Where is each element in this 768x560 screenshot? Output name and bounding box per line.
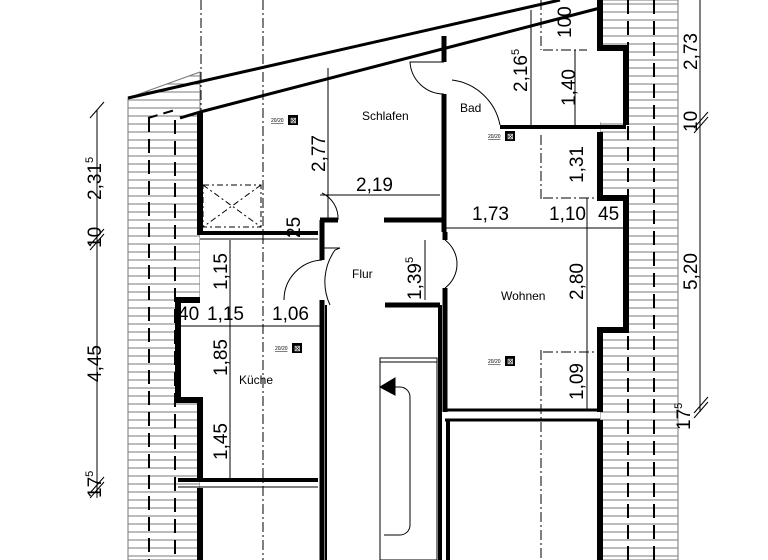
dim-wohnen-110: 1,10 [549, 204, 586, 225]
room-label-wohnen: Wohnen [501, 289, 545, 303]
dim-right-175: 175 [673, 403, 695, 430]
exterior-walls [175, 0, 629, 560]
slab-lines [178, 125, 626, 488]
dim-bad-100: 100 [555, 6, 576, 38]
skylight-cross-icon [202, 184, 262, 228]
dim-wohnen-280: 2,80 [567, 263, 588, 300]
dimension-lines [89, 0, 709, 499]
vent-x-box-icon [288, 115, 298, 125]
dim-kueche-106: 1,06 [272, 304, 309, 325]
vent-tag-kueche: 20/20 ⊠ [275, 343, 302, 353]
dim-kueche-115-h: 1,15 [207, 304, 244, 325]
dim-schlafen-277: 2,77 [309, 135, 330, 172]
roof-slope [127, 0, 601, 120]
dim-bad-2165: 2,165 [510, 49, 532, 92]
door-flur [324, 247, 341, 306]
vent-x-box-icon [505, 131, 515, 141]
room-label-kueche: Küche [239, 373, 273, 387]
door-kueche [283, 259, 323, 301]
room-label-schlafen: Schlafen [362, 109, 409, 123]
svg-text:⊠: ⊠ [507, 132, 514, 141]
room-label-bad: Bad [460, 101, 481, 115]
dim-kueche-40: 40 [178, 304, 199, 325]
svg-text:20/20: 20/20 [271, 118, 284, 124]
dim-kueche-185: 1,85 [211, 339, 232, 376]
vent-tag-wohnen: 20/20 ⊠ [488, 356, 515, 366]
door-wohnen [444, 239, 458, 289]
stair [378, 357, 438, 560]
svg-text:20/20: 20/20 [488, 359, 501, 365]
door-schlafen-flur [321, 192, 339, 221]
dim-wohnen-131: 1,31 [567, 146, 588, 183]
room-label-flur: Flur [352, 267, 373, 281]
stair-direction-arrow-icon [378, 377, 396, 396]
door-bad [451, 79, 501, 126]
svg-text:⊠: ⊠ [507, 357, 514, 366]
vent-tag-schlafen: 20/20 ⊠ [271, 115, 298, 125]
dim-wohnen-45: 45 [598, 204, 619, 225]
dim-left-2315: 2,315 [84, 157, 106, 200]
door-schlafen [409, 61, 445, 95]
dim-schlafen-219: 2,19 [356, 175, 393, 196]
dim-left-175: 175 [84, 471, 106, 498]
dim-kueche-115-v: 1,15 [211, 253, 232, 290]
dim-flur-1395: 1,395 [404, 257, 426, 300]
vent-tag-bad: 20/20 ⊠ [488, 131, 515, 141]
interior-walls [319, 36, 450, 560]
vent-x-box-icon [292, 343, 302, 353]
svg-text:20/20: 20/20 [488, 134, 501, 140]
doors [283, 61, 501, 306]
dim-right-520: 5,20 [681, 253, 702, 290]
dim-right-273: 2,73 [681, 33, 702, 70]
dim-kueche-145: 1,45 [211, 423, 232, 460]
dim-wohnen-109: 1,09 [567, 363, 588, 400]
dim-wohnen-173: 1,73 [472, 204, 509, 225]
dim-bad-140: 1,40 [559, 69, 580, 106]
axis-lines [200, 0, 600, 560]
dim-small-25: 25 [284, 217, 305, 238]
svg-text:⊠: ⊠ [290, 116, 297, 125]
svg-text:⊠: ⊠ [294, 344, 301, 353]
dim-left-445: 4,45 [85, 345, 106, 382]
svg-text:20/20: 20/20 [275, 346, 288, 352]
dim-left-10: 10 [85, 227, 106, 248]
dim-right-10: 10 [681, 111, 702, 132]
vent-x-box-icon [505, 356, 515, 366]
